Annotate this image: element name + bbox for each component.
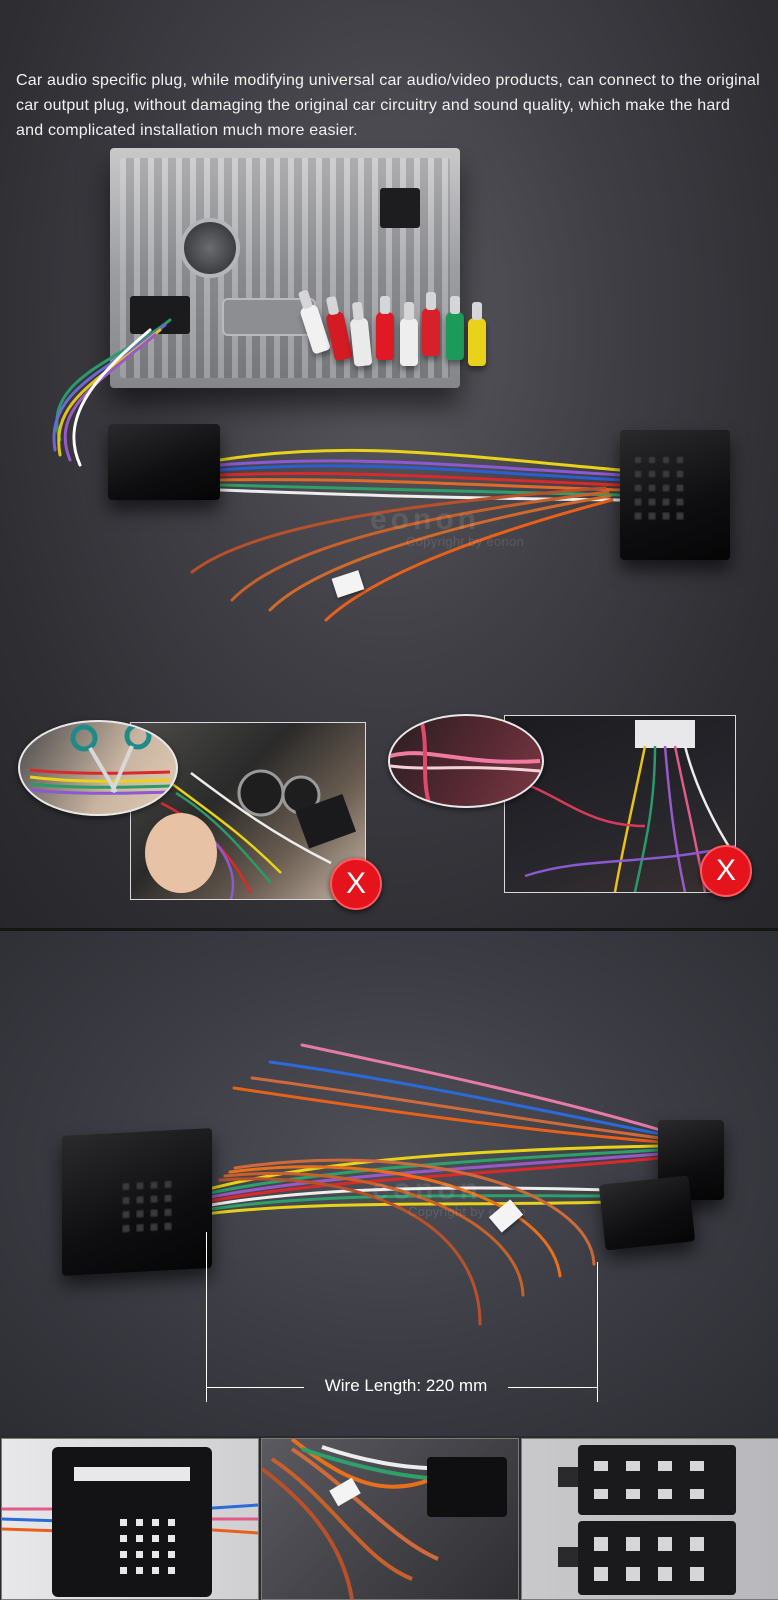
head-unit-image xyxy=(110,148,460,388)
twisted-wire-icon xyxy=(390,716,541,806)
wire-harness-top xyxy=(52,318,622,622)
watermark-logo: eonon xyxy=(370,503,480,536)
iso-connectors-illustration xyxy=(558,1445,736,1595)
rca-plug-red xyxy=(376,296,394,360)
wire-harness-bottom xyxy=(203,1043,662,1326)
measure-tick-right xyxy=(597,1262,598,1402)
connector-pins xyxy=(634,456,684,520)
rca-plug-white xyxy=(400,302,418,366)
measure-tick-left xyxy=(206,1232,207,1402)
fan-vent-icon xyxy=(180,218,240,278)
rca-plug-green xyxy=(446,296,464,360)
scissors-icon xyxy=(29,722,171,795)
watermark: eonon Copyright by eonon xyxy=(372,1173,527,1220)
section-divider xyxy=(0,928,778,931)
twisted-wire-closeup-bubble xyxy=(388,714,544,808)
thumbnail-iso-connectors xyxy=(521,1438,778,1600)
scissors-closeup-bubble xyxy=(18,720,178,816)
warning-x-badge-left: X xyxy=(330,858,382,910)
iso-connector-bottom-speaker xyxy=(598,1175,696,1251)
iso-connector-top xyxy=(108,424,220,500)
hero-section: Car audio specific plug, while modifying… xyxy=(0,0,778,930)
measure-line-left xyxy=(206,1387,304,1388)
twisted-wires-illustration xyxy=(505,720,735,892)
rca-plug-red xyxy=(422,292,440,356)
quadlock-connector-top xyxy=(620,430,730,560)
watermark-copyright: Copyright by eonon xyxy=(406,534,525,549)
quadlock-connector-bottom xyxy=(62,1128,212,1276)
connector-pins xyxy=(122,1180,172,1233)
rca-plug-yellow xyxy=(468,302,486,366)
rca-port xyxy=(380,188,420,228)
thumbnail-quadlock-closeup xyxy=(1,1438,259,1600)
quadlock-closeup-illustration xyxy=(2,1447,258,1597)
thumbnail-wire-tag-closeup xyxy=(261,1438,519,1600)
watermark-copyright: Copyright by eonon xyxy=(408,1204,527,1219)
wire-tag-illustration xyxy=(262,1439,507,1599)
warning-x-badge-right: X xyxy=(700,845,752,897)
intro-text: Car audio specific plug, while modifying… xyxy=(16,72,760,139)
dashboard-wires-illustration xyxy=(145,769,357,899)
measure-line-right xyxy=(508,1387,597,1388)
wire-length-label: Wire Length: 220 mm xyxy=(324,1376,488,1395)
watermark-logo: eonon xyxy=(372,1173,482,1206)
watermark: eonon Copyright by eonon xyxy=(370,503,525,550)
twisted-wires-photo xyxy=(504,715,736,893)
